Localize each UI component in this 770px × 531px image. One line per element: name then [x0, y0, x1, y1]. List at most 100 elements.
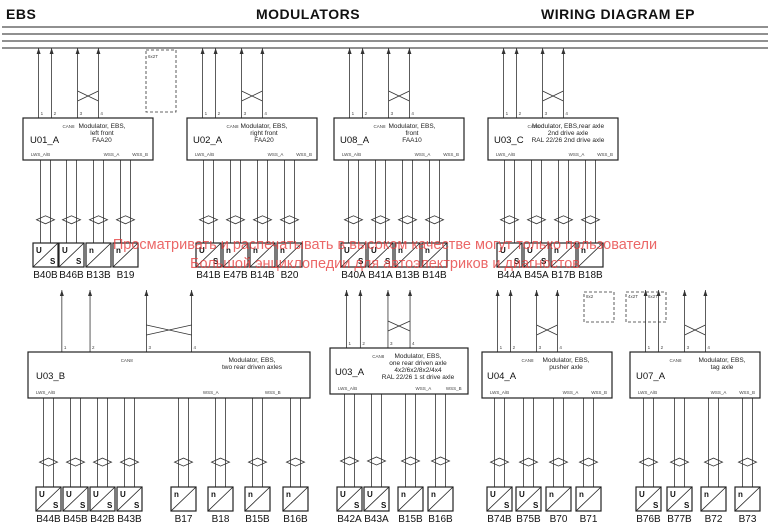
pin-number: 3: [390, 341, 393, 346]
connector-mark: [737, 457, 758, 467]
component-diagonal: [340, 242, 367, 268]
twisted-pair: [542, 90, 564, 102]
pin-number: 1: [64, 345, 67, 350]
arrow-head: [386, 48, 391, 54]
connector-mark: [92, 457, 113, 467]
component-n-mark: n: [174, 490, 179, 499]
pin-number: 1: [648, 345, 651, 350]
component-n-mark: n: [89, 246, 94, 255]
arrow-head: [189, 290, 194, 296]
component-label: B43B: [117, 514, 142, 525]
component-n-mark: n: [431, 490, 436, 499]
connector-mark: [553, 215, 574, 225]
twisted-pair: [387, 320, 411, 332]
component-diagonal: [523, 242, 550, 268]
arrow-head: [36, 48, 41, 54]
connector-mark: [400, 456, 421, 466]
component-label: B20: [281, 270, 299, 281]
component-u-mark: U: [527, 246, 533, 255]
module-box: [329, 347, 469, 395]
pin-number: 1: [41, 111, 44, 116]
arrow-head: [534, 290, 539, 296]
pin-number: 4: [707, 345, 710, 350]
module-box: [487, 117, 619, 161]
arrow-head: [555, 290, 560, 296]
module-desc-line: two rear driven axles: [222, 364, 283, 371]
component-label: B16B: [428, 514, 453, 525]
component-u-mark: U: [500, 246, 506, 255]
component-s-mark: S: [541, 257, 547, 266]
wss-a-label: WSS_A: [268, 152, 284, 157]
module-box: [333, 117, 465, 161]
pin-number: 2: [54, 111, 57, 116]
component-label: B15B: [398, 514, 423, 525]
component-u-mark: U: [39, 490, 45, 499]
arrow-head: [260, 48, 265, 54]
component-label: B43A: [364, 514, 389, 525]
component-diagonal: [276, 242, 303, 268]
arrow-head: [656, 290, 661, 296]
connector-mark: [669, 457, 690, 467]
arrow-head: [703, 290, 708, 296]
pin-number: 4: [264, 111, 267, 116]
component-diagonal: [635, 486, 662, 512]
connector-mark: [370, 215, 391, 225]
component-diagonal: [112, 242, 139, 268]
arrow-head: [49, 48, 54, 54]
component-n-mark: n: [581, 246, 586, 255]
pin-number: 1: [205, 111, 208, 116]
component-s-mark: S: [354, 501, 360, 510]
connector-mark: [489, 457, 510, 467]
component-diagonal: [394, 242, 421, 268]
component-diagonal: [427, 486, 454, 512]
pin-number: 4: [100, 111, 103, 116]
module-desc-line: one rear driven axle: [389, 360, 447, 367]
component-label: B75B: [516, 514, 541, 525]
component-s-mark: S: [514, 257, 520, 266]
component-diagonal: [666, 486, 693, 512]
component-n-mark: n: [579, 490, 584, 499]
connector-mark: [252, 215, 273, 225]
twisted-pair: [388, 90, 410, 102]
lws-label: LWS_A/B: [31, 152, 50, 157]
connector-mark: [397, 215, 418, 225]
connector-mark: [88, 215, 109, 225]
component-label: B40B: [33, 270, 58, 281]
lws-label: LWS_A/B: [490, 390, 509, 395]
component-diagonal: [397, 486, 424, 512]
component-label: B44B: [36, 514, 61, 525]
component-u-mark: U: [62, 246, 68, 255]
arrow-head: [495, 290, 500, 296]
module-box: [27, 351, 311, 399]
pin-number: 4: [411, 111, 414, 116]
can-label: CAN8: [527, 124, 540, 129]
component-diagonal: [545, 486, 572, 512]
variant-box-2: [583, 291, 615, 323]
arrow-head: [360, 48, 365, 54]
module-desc-line: Modulator, EBS,: [229, 357, 276, 364]
wss-b-label: WSS_B: [597, 152, 613, 157]
component-u-mark: U: [93, 490, 99, 499]
component-diagonal: [89, 486, 116, 512]
can-label: CAN8: [226, 124, 239, 129]
variant-label: 6x2T: [648, 294, 658, 299]
component-label: B14B: [422, 270, 447, 281]
module-box: [186, 117, 318, 161]
arrow-head: [347, 48, 352, 54]
component-label: B77B: [667, 514, 692, 525]
component-diagonal: [58, 242, 85, 268]
connector-mark: [247, 457, 268, 467]
pin-number: 3: [545, 111, 548, 116]
wss-a-label: WSS_A: [415, 152, 431, 157]
